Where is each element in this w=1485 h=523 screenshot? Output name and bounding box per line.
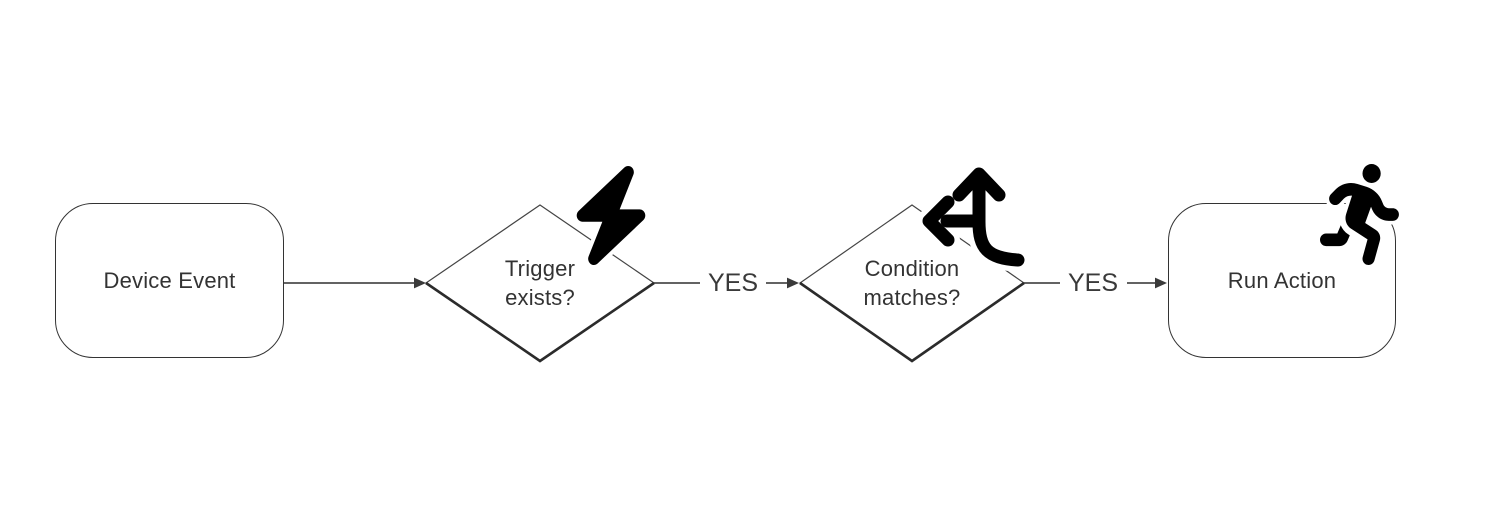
trigger-exists-label-line2: exists? [505, 285, 575, 310]
edge-trigger-to-condition [654, 277, 799, 289]
trigger-exists-label-line1: Trigger [504, 256, 576, 281]
device-event-label: Device Event [103, 267, 236, 293]
diamond-shade [425, 281, 655, 363]
yes-label-2: YES [1060, 265, 1126, 301]
yes-label-1: YES [700, 265, 766, 301]
edge-arrowhead [414, 277, 426, 289]
person-running-icon [1316, 160, 1405, 269]
condition-matches-label: Condition matches? [812, 254, 1012, 312]
edge-arrowhead [787, 277, 799, 289]
directions-fork-icon [917, 162, 1030, 272]
edge-device-to-trigger [284, 277, 426, 289]
trigger-exists-label: Trigger exists? [440, 254, 640, 312]
lightning-bolt-icon [571, 161, 651, 270]
edge-condition-to-action [1024, 277, 1167, 289]
diamond-shade [799, 281, 1025, 363]
condition-matches-label-line1: Condition [864, 256, 960, 281]
node-device-event[interactable]: Device Event [55, 203, 284, 358]
condition-matches-label-line2: matches? [863, 285, 961, 310]
edge-arrowhead [1155, 277, 1167, 289]
run-action-label: Run Action [1227, 267, 1337, 293]
